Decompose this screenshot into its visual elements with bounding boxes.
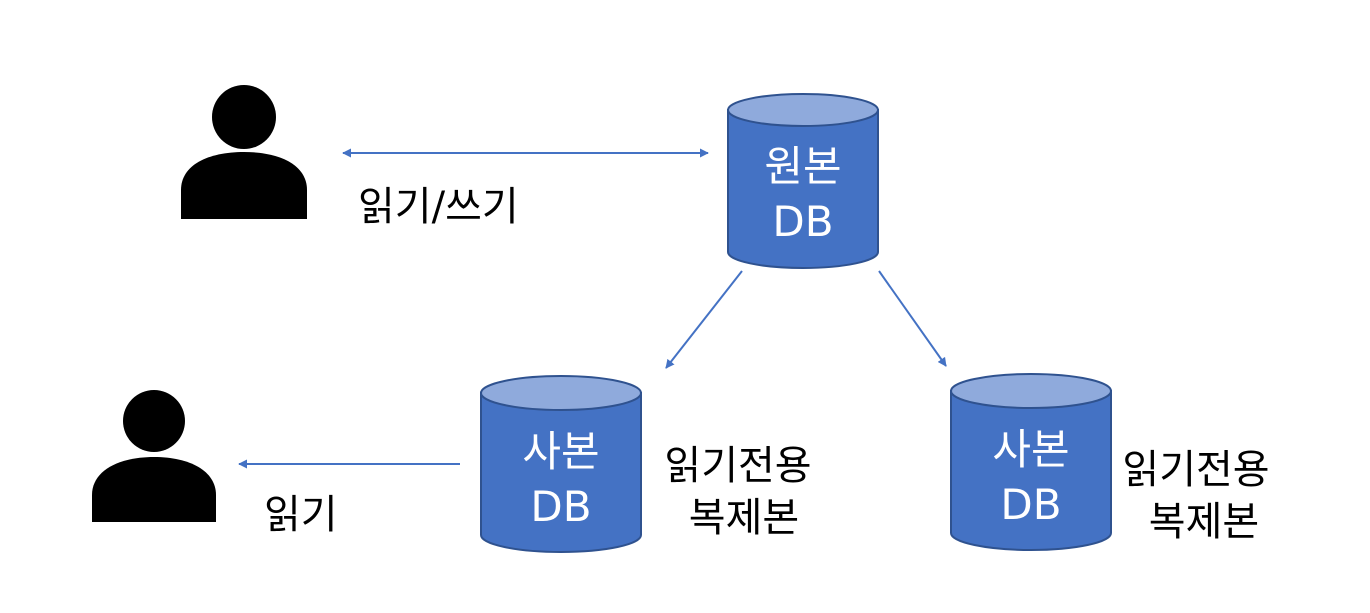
- replica-right-note-line1: 읽기전용: [1122, 447, 1269, 493]
- replica-db-left: 사본 DB: [480, 375, 642, 553]
- primary-db: 원본 DB: [727, 93, 879, 269]
- replica-db-right: 사본 DB: [950, 373, 1112, 551]
- database-cylinder-icon: [480, 392, 642, 553]
- primary-db-type: DB: [772, 197, 833, 246]
- person-icon: [181, 85, 307, 219]
- person-icon: [92, 390, 216, 522]
- read-write-label: 읽기/쓰기: [358, 184, 519, 230]
- replica-right-type: DB: [1000, 480, 1061, 529]
- database-cylinder-icon: [727, 109, 879, 269]
- database-cylinder-icon: [950, 390, 1112, 551]
- read-label: 읽기: [264, 492, 338, 538]
- replica-left-note-line2: 복제본: [689, 495, 799, 541]
- replica-right-name: 사본: [992, 425, 1069, 474]
- replica-left-note-line1: 읽기전용: [664, 443, 811, 489]
- replica-right-note-line2: 복제본: [1149, 499, 1259, 545]
- replica-left-type: DB: [530, 482, 591, 531]
- primary-db-name: 원본: [764, 142, 841, 191]
- replication-arrow-right: [878, 270, 947, 367]
- replication-arrow-left: [665, 270, 743, 369]
- replica-left-name: 사본: [522, 427, 599, 476]
